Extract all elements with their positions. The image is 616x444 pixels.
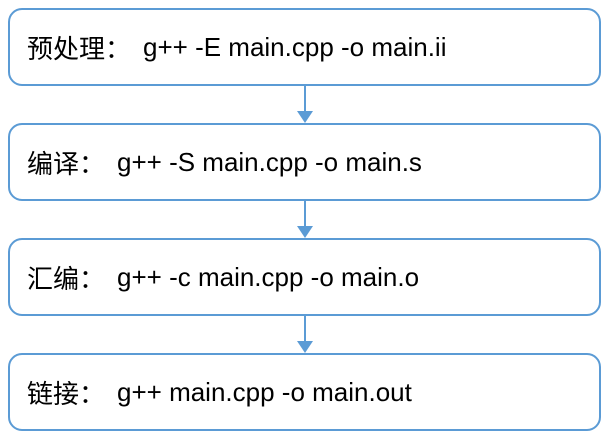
step-command: g++ -c main.cpp -o main.o (117, 261, 420, 292)
arrow-line (303, 316, 306, 341)
step-box-compile: 编译： g++ -S main.cpp -o main.s (8, 123, 601, 201)
down-arrow-icon (8, 201, 601, 238)
arrow-head (296, 111, 313, 123)
step-command: g++ main.cpp -o main.out (117, 376, 412, 407)
step-label: 预处理： (27, 34, 132, 64)
arrow-line (303, 201, 306, 226)
down-arrow-icon (8, 86, 601, 123)
arrow-head (296, 341, 313, 353)
step-box-link: 链接： g++ main.cpp -o main.out (8, 353, 601, 431)
down-arrow-icon (8, 316, 601, 353)
step-label: 编译： (27, 149, 106, 179)
step-label: 链接： (27, 379, 106, 409)
arrow-head (296, 226, 313, 238)
step-command: g++ -S main.cpp -o main.s (117, 146, 422, 177)
step-box-preprocess: 预处理： g++ -E main.cpp -o main.ii (8, 8, 601, 86)
step-label: 汇编： (27, 264, 106, 294)
step-command: g++ -E main.cpp -o main.ii (143, 31, 447, 62)
arrow-line (303, 86, 306, 111)
step-box-assemble: 汇编： g++ -c main.cpp -o main.o (8, 238, 601, 316)
